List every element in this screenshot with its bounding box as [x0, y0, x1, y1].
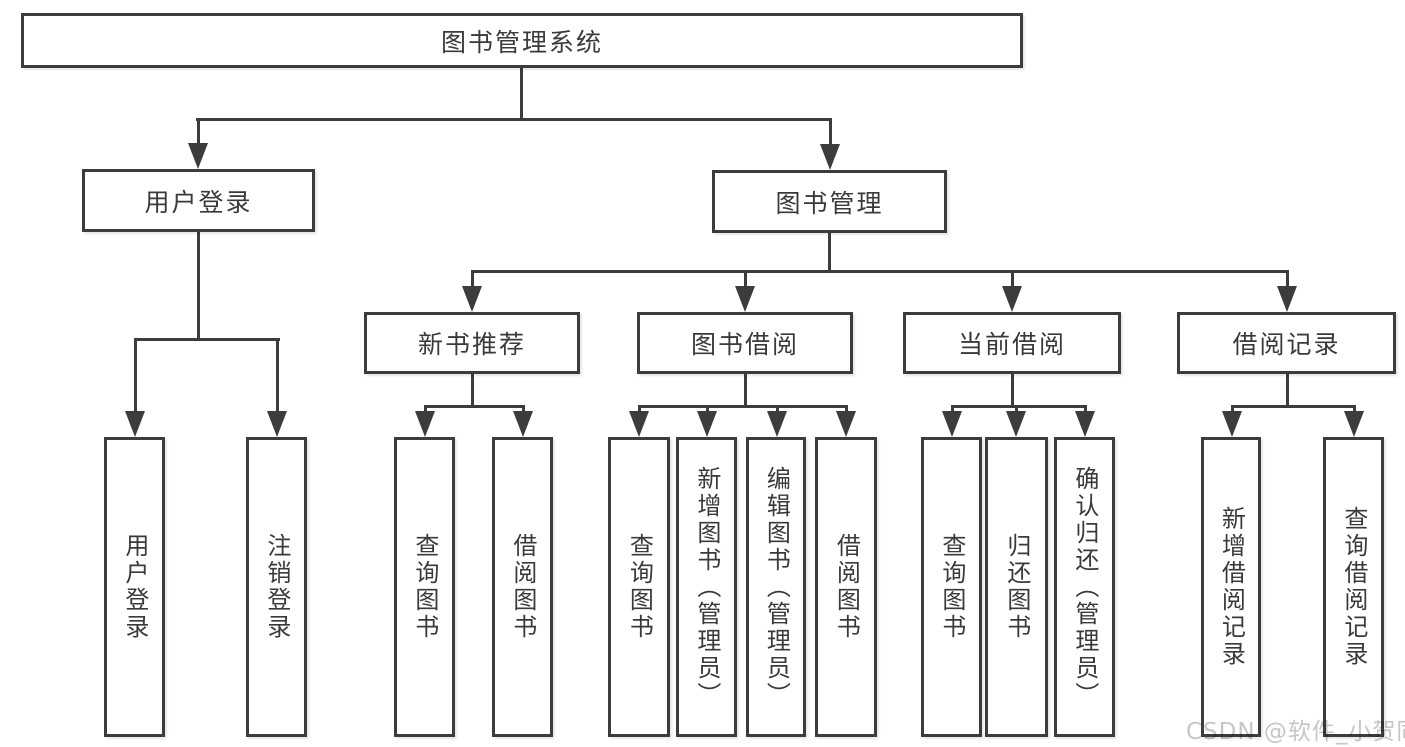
connector [844, 405, 848, 415]
arrowhead-icon [1006, 411, 1026, 437]
arrowhead-icon [1344, 411, 1364, 437]
leaf-borrow-book-recommend: 借阅图书 [492, 437, 553, 737]
connector [196, 118, 200, 148]
arrowhead-icon [942, 411, 962, 437]
node-label: 图书借阅 [690, 330, 799, 359]
node-label: 借阅记录 [1232, 330, 1341, 359]
connector [637, 405, 641, 415]
arrowhead-icon [1222, 411, 1242, 437]
node-label: 图书管理系统 [440, 27, 603, 57]
connector [637, 405, 848, 408]
arrowhead-icon [513, 411, 533, 437]
arrowhead-icon [462, 286, 482, 312]
connector [133, 338, 137, 415]
connector [775, 405, 779, 415]
leaf-confirm-return-admin: 确认归还（管理员） [1054, 437, 1115, 737]
node-label: 新增图书（管理员） [692, 465, 721, 709]
node-label: 确认归还（管理员） [1070, 465, 1099, 709]
leaf-borrow-book: 借阅图书 [815, 437, 877, 737]
arrowhead-icon [1277, 286, 1297, 312]
arrowhead-icon [125, 411, 145, 437]
leaf-add-book-admin: 新增图书（管理员） [676, 437, 737, 737]
arrowhead-icon [1075, 411, 1095, 437]
connector [520, 68, 523, 118]
arrowhead-icon [820, 144, 840, 170]
node-label: 查询图书 [410, 533, 439, 641]
node-label: 注销登录 [262, 533, 291, 641]
connector [1285, 374, 1289, 405]
leaf-user-login: 用户登录 [104, 437, 165, 737]
leaf-query-book-recommend: 查询图书 [394, 437, 455, 737]
node-borrow-records: 借阅记录 [1177, 312, 1396, 374]
node-label: 归还图书 [1002, 533, 1031, 641]
leaf-return-book: 归还图书 [985, 437, 1048, 737]
node-user-login: 用户登录 [82, 169, 315, 232]
connector [196, 118, 832, 121]
connector [1083, 405, 1087, 415]
node-label: 查询借阅记录 [1339, 506, 1368, 668]
connector [705, 405, 709, 415]
node-label: 用户登录 [144, 187, 253, 217]
connector [470, 270, 1289, 273]
node-label: 当前借阅 [957, 330, 1066, 359]
connector [521, 405, 525, 415]
arrowhead-icon [188, 143, 208, 169]
connector [1014, 405, 1018, 415]
connector [950, 405, 1087, 408]
node-new-book-recommend: 新书推荐 [364, 312, 580, 374]
node-label: 新增借阅记录 [1217, 506, 1246, 668]
connector [423, 405, 525, 408]
leaf-query-book-borrow: 查询图书 [608, 437, 670, 737]
node-label: 查询图书 [937, 533, 966, 641]
connector [470, 374, 474, 405]
leaf-logout: 注销登录 [246, 437, 307, 737]
arrowhead-icon [415, 411, 435, 437]
node-book-borrow: 图书借阅 [637, 312, 853, 374]
arrowhead-icon [267, 411, 287, 437]
leaf-query-book-current: 查询图书 [921, 437, 982, 737]
leaf-query-borrow-record: 查询借阅记录 [1323, 437, 1384, 737]
connector [196, 232, 200, 338]
arrowhead-icon [836, 411, 856, 437]
arrowhead-icon [735, 286, 755, 312]
connector [950, 405, 954, 415]
arrowhead-icon [767, 411, 787, 437]
connector [275, 338, 279, 415]
node-book-management: 图书管理 [712, 170, 947, 233]
connector [827, 233, 831, 270]
connector [1285, 270, 1289, 290]
node-label: 图书管理 [775, 188, 884, 218]
node-label: 借阅图书 [832, 533, 861, 641]
connector [470, 270, 474, 290]
node-current-borrow: 当前借阅 [903, 312, 1121, 374]
node-label: 借阅图书 [508, 533, 537, 641]
node-label: 编辑图书（管理员） [762, 465, 791, 709]
arrowhead-icon [629, 411, 649, 437]
node-label: 新书推荐 [417, 330, 526, 359]
arrowhead-icon [697, 411, 717, 437]
connector [828, 118, 832, 148]
connector [423, 405, 427, 415]
arrowhead-icon [1002, 286, 1022, 312]
connector [1230, 405, 1234, 415]
connector [1010, 270, 1014, 290]
connector [1230, 405, 1356, 408]
connector [743, 374, 747, 405]
connector [1352, 405, 1356, 415]
node-label: 查询图书 [625, 533, 654, 641]
csdn-watermark: CSDN @软件_小贺同学 [1186, 719, 1405, 745]
leaf-add-borrow-record: 新增借阅记录 [1201, 437, 1261, 737]
connector [743, 270, 747, 290]
leaf-edit-book-admin: 编辑图书（管理员） [746, 437, 806, 737]
node-label: 用户登录 [120, 533, 149, 641]
connector [1010, 374, 1014, 405]
node-library-system: 图书管理系统 [21, 13, 1023, 68]
connector [133, 338, 280, 341]
